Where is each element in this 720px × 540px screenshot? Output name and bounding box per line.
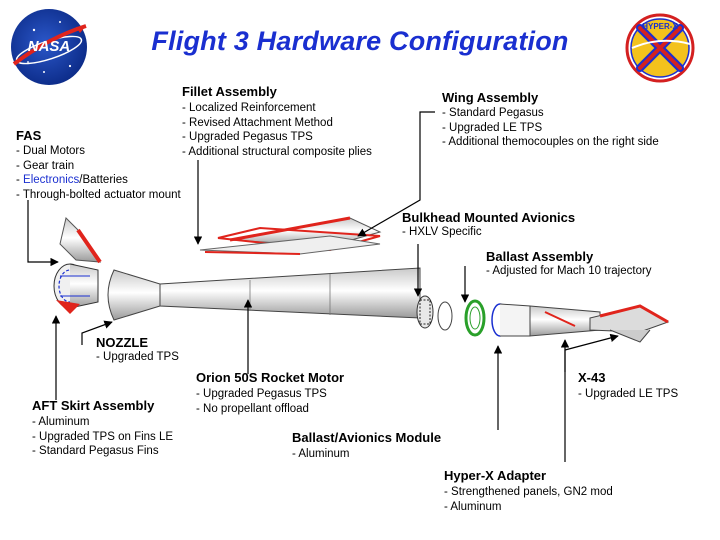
- vertical-fin: [59, 217, 102, 264]
- wing-item: - Upgraded LE TPS: [442, 121, 543, 134]
- bulkhead-avionics: [416, 295, 453, 331]
- fas-item-dash: -: [16, 174, 24, 187]
- adapter-item: - Strengthened panels, GN2 mod: [444, 486, 613, 498]
- aft-item: - Standard Pegasus Fins: [32, 445, 159, 458]
- hyper-x-logo-text: HYPER-X: [642, 22, 678, 31]
- nozzle-label: NOZZLE - Upgraded TPS: [96, 335, 179, 365]
- orion-item: - Upgraded Pegasus TPS: [196, 388, 327, 400]
- hyper-x-adapter: [529, 305, 601, 337]
- x-43-vehicle: [589, 304, 670, 343]
- aft-item: - Upgraded TPS on Fins LE: [32, 430, 174, 443]
- fillet-item: - Upgraded Pegasus TPS: [182, 131, 313, 144]
- electronics-link[interactable]: Electronics: [23, 174, 80, 187]
- bulkhead-item: - HXLV Specific: [402, 226, 482, 238]
- fillet: [199, 235, 381, 255]
- nasa-logo: [11, 9, 87, 85]
- aft-item: - Aluminum: [32, 416, 90, 428]
- aft-skirt-label: AFT Skirt Assembly - Aluminum - Upgraded…: [32, 398, 173, 459]
- fas-label: FAS - Dual Motors - Gear train - Electro…: [16, 128, 181, 202]
- orion-rocket-motor: [159, 267, 421, 319]
- fas-heading: FAS: [16, 128, 42, 143]
- adapter-heading: Hyper-X Adapter: [444, 468, 547, 483]
- ballast-module-label: Ballast/Avionics Module - Aluminum: [292, 430, 441, 462]
- nozzle: [107, 269, 161, 321]
- x-43-item: - Upgraded LE TPS: [578, 388, 679, 400]
- ballast-item: - Adjusted for Mach 10 trajectory: [486, 265, 652, 277]
- nozzle-heading: NOZZLE: [96, 335, 148, 350]
- nozzle-item: - Upgraded TPS: [96, 351, 179, 363]
- x-43-heading: X-43: [578, 370, 606, 385]
- wing-heading: Wing Assembly: [442, 90, 539, 105]
- fillet-assembly-label: Fillet Assembly - Localized Reinforcemen…: [182, 84, 372, 159]
- bulkhead-heading: Bulkhead Mounted Avionics: [402, 210, 576, 225]
- fas-item: - Gear train: [16, 159, 75, 172]
- ballast-heading: Ballast Assembly: [486, 249, 594, 264]
- ballast-module-item: - Aluminum: [292, 448, 350, 460]
- fillet-item: - Revised Attachment Method: [182, 116, 333, 129]
- fas-item: - Through-bolted actuator mount: [16, 188, 181, 201]
- x-43-label: X-43 - Upgraded LE TPS: [578, 370, 678, 402]
- hyper-x-adapter-label: Hyper-X Adapter - Strengthened panels, G…: [444, 468, 613, 514]
- ballast-assembly-label: Ballast Assembly - Adjusted for Mach 10 …: [486, 249, 652, 279]
- electronics-rest: /Batteries: [79, 174, 128, 187]
- leader-lines: [27, 111, 619, 462]
- ballast-module-heading: Ballast/Avionics Module: [292, 430, 442, 445]
- fas-item: - Electronics/Batteries: [16, 173, 181, 188]
- page-title: Flight 3 Hardware Configuration: [151, 26, 569, 56]
- fillet-item: - Localized Reinforcement: [182, 102, 316, 114]
- nasa-logo-text: NASA: [27, 38, 71, 55]
- wing-item: - Standard Pegasus: [442, 107, 544, 119]
- ballast-avionics-module: [491, 303, 531, 337]
- ballast-ring: [464, 299, 486, 337]
- aft-heading: AFT Skirt Assembly: [32, 398, 155, 413]
- fillet-heading: Fillet Assembly: [182, 84, 277, 99]
- wing-item: - Additional themocouples on the right s…: [442, 136, 659, 149]
- orion-item: - No propellant offload: [196, 402, 309, 415]
- wing-assembly-label: Wing Assembly - Standard Pegasus - Upgra…: [442, 90, 659, 150]
- orion-motor-label: Orion 50S Rocket Motor - Upgraded Pegasu…: [196, 370, 344, 416]
- fas-item: - Dual Motors: [16, 145, 86, 157]
- orion-heading: Orion 50S Rocket Motor: [196, 370, 345, 385]
- hyper-x-patch-logo: [625, 13, 695, 83]
- fillet-item: - Additional structural composite plies: [182, 145, 372, 158]
- aft-skirt: [53, 263, 99, 314]
- adapter-item: - Aluminum: [444, 500, 502, 513]
- bulkhead-label: Bulkhead Mounted Avionics - HXLV Specifi…: [402, 210, 575, 240]
